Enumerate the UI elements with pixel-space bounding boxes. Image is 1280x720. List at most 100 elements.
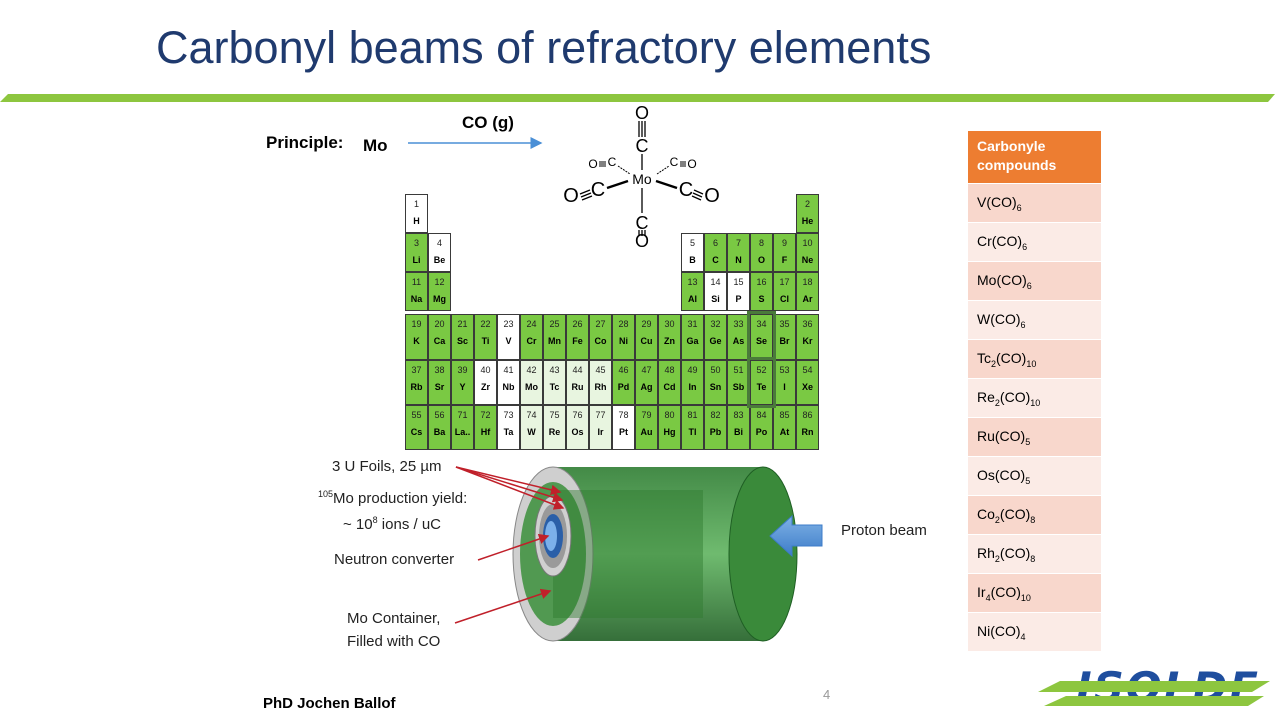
element-symbol: Be	[433, 255, 446, 265]
element-symbol: Ru	[571, 382, 584, 392]
element-symbol: Po	[755, 427, 768, 437]
yield-exponent: 8	[372, 515, 378, 525]
carbonyl-row: Co2(CO)8	[968, 495, 1101, 534]
formula-text: Re	[977, 389, 995, 405]
element-symbol: Y	[459, 382, 466, 392]
element-number: 26	[572, 319, 583, 329]
element-symbol: Ca	[433, 336, 446, 346]
svg-text:O: O	[704, 185, 720, 207]
element-symbol: Mg	[433, 294, 446, 304]
element-number: 30	[664, 319, 675, 329]
element-symbol: Rb	[410, 382, 423, 392]
element-number: 37	[411, 365, 422, 375]
element-symbol: F	[781, 255, 788, 265]
element-symbol: Li	[412, 255, 421, 265]
slide-title: Carbonyl beams of refractory elements	[156, 22, 932, 73]
element-symbol: Rn	[801, 427, 814, 437]
element-symbol: S	[758, 294, 765, 304]
formula-subscript: 4	[1020, 631, 1026, 642]
formula-text: V(CO)	[977, 194, 1017, 210]
element-number: 42	[526, 365, 537, 375]
element-number: 51	[733, 365, 744, 375]
element-symbol: At	[779, 427, 790, 437]
element-number: 12	[434, 277, 445, 287]
element-number: 79	[641, 410, 652, 420]
formula-subscript: 10	[1026, 358, 1037, 369]
formula-subscript: 6	[1022, 241, 1028, 252]
element-symbol: Mo	[525, 382, 538, 392]
element-number: 16	[756, 277, 767, 287]
yield-value-prefix: ~ 10	[343, 516, 373, 533]
element-number: 3	[413, 238, 419, 248]
element-symbol: Sn	[709, 382, 722, 392]
formula-text: Os(CO)	[977, 467, 1026, 483]
element-symbol: Nb	[502, 382, 515, 392]
element-number: 40	[480, 365, 491, 375]
element-number: 23	[503, 319, 514, 329]
formula-subscript: 2	[994, 514, 1000, 525]
element-symbol: Pt	[619, 427, 628, 437]
element-number: 45	[595, 365, 606, 375]
svg-text:C: C	[636, 136, 649, 156]
element-number: 24	[526, 319, 537, 329]
carbonyl-row: Rh2(CO)8	[968, 534, 1101, 573]
element-symbol: B	[689, 255, 696, 265]
formula-subscript: 6	[1026, 280, 1032, 291]
formula-text: (CO)	[999, 506, 1031, 522]
element-symbol: Au	[640, 427, 653, 437]
element-number: 74	[526, 410, 537, 420]
element-symbol: As	[732, 336, 745, 346]
element-number: 50	[710, 365, 721, 375]
svg-text:O: O	[588, 157, 597, 171]
page-number: 4	[823, 687, 831, 702]
element-symbol: Ge	[709, 336, 722, 346]
element-number: 38	[434, 365, 445, 375]
yield-annotation-line2: ~ 108 ions / uC	[343, 515, 441, 533]
element-symbol: Mn	[548, 336, 561, 346]
element-symbol: Ne	[801, 255, 814, 265]
element-symbol: Cu	[640, 336, 653, 346]
element-number: 48	[664, 365, 675, 375]
element-number: 21	[457, 319, 468, 329]
element-number: 53	[779, 365, 790, 375]
formula-text: Cr(CO)	[977, 233, 1023, 249]
element-number: 34	[756, 319, 767, 329]
formula-text: (CO)	[990, 584, 1021, 600]
svg-text:O: O	[563, 185, 579, 207]
element-symbol: He	[801, 216, 814, 226]
formula-text: W(CO)	[977, 311, 1021, 327]
element-symbol: W	[527, 427, 536, 437]
element-symbol: Ba	[433, 427, 446, 437]
element-number: 39	[457, 365, 468, 375]
element-number: 4	[436, 238, 442, 248]
element-number: 28	[618, 319, 629, 329]
